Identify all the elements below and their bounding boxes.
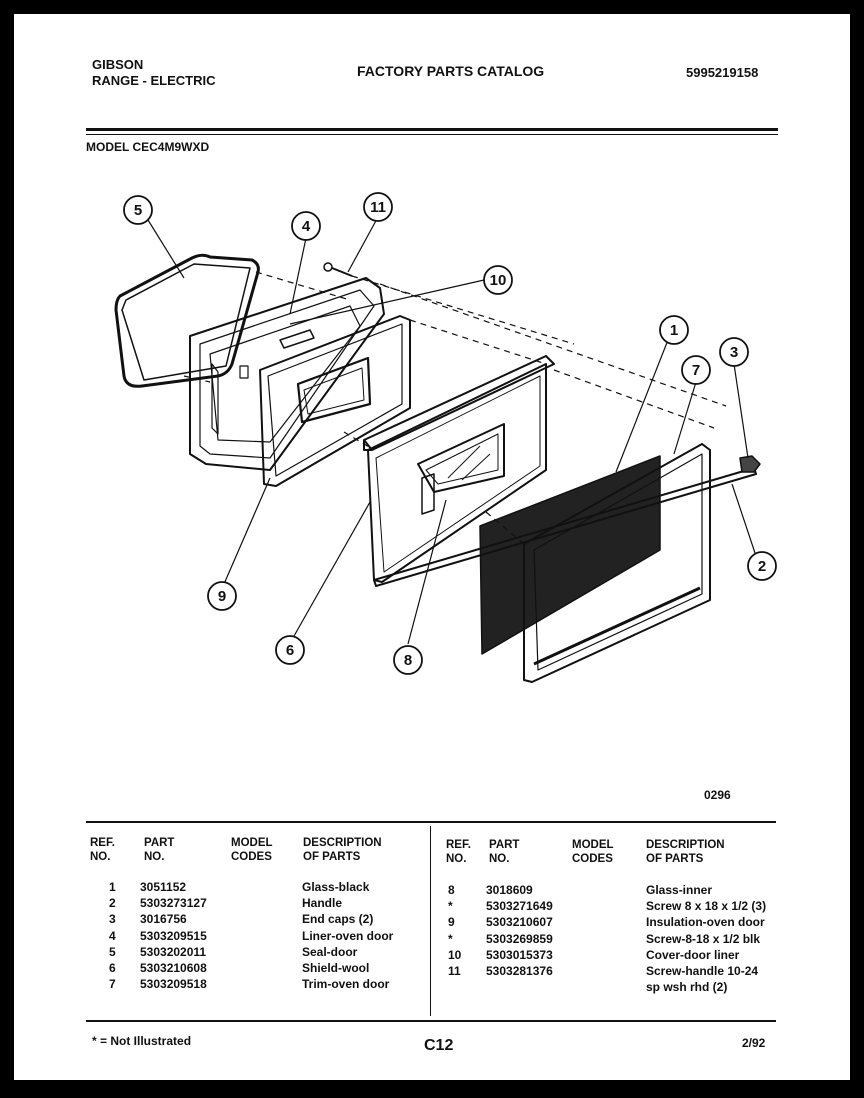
table-cell-ref: 10 xyxy=(448,947,462,962)
left-header-ref: REF.NO. xyxy=(90,837,115,863)
page-code: C12 xyxy=(424,1037,454,1054)
table-cell-desc: Seal-door xyxy=(302,944,358,959)
glass-black-part xyxy=(479,455,661,655)
table-cell-part: 5303015373 xyxy=(486,947,553,962)
table-cell-ref: 3 xyxy=(109,912,116,927)
table-cell-ref: 11 xyxy=(448,964,461,978)
table-cell-desc: Insulation-oven door xyxy=(646,915,765,930)
callout-7-label: 7 xyxy=(692,362,700,379)
exploded-door-diagram: 5 4 11 10 1 7 3 2 9 6 8 xyxy=(114,192,777,683)
callout-2-label: 2 xyxy=(758,558,766,575)
table-bottom-rule xyxy=(86,1020,776,1022)
table-cell-part: 5303209515 xyxy=(140,928,207,943)
revision-date: 2/92 xyxy=(742,1036,766,1050)
callout-6-label: 6 xyxy=(286,642,294,659)
callout-5-label: 5 xyxy=(134,202,142,219)
table-cell-part: 5303210607 xyxy=(486,915,553,930)
table-cell-part: 3016756 xyxy=(140,912,187,927)
table-cell-part: 3051152 xyxy=(140,880,187,894)
table-cell-desc: Glass-inner xyxy=(646,883,713,897)
table-cell-desc: Screw-8-18 x 1/2 blk xyxy=(646,931,761,946)
model-label: MODEL CEC4M9WXD xyxy=(86,140,210,154)
callout-6-circle xyxy=(275,635,305,665)
table-cell-desc: Glass-black xyxy=(302,880,370,894)
liner-oven-door-part xyxy=(189,277,385,471)
table-cell-ref: * xyxy=(448,931,453,946)
table-cell-desc: End caps (2) xyxy=(302,912,374,927)
table-cell-desc: Liner-oven door xyxy=(302,928,394,943)
table-cell-desc: Handle xyxy=(302,896,343,911)
table-divider xyxy=(430,826,431,1016)
catalog-sheet: GIBSON RANGE - ELECTRIC FACTORY PARTS CA… xyxy=(14,14,850,1080)
callout-11-circle xyxy=(363,192,393,222)
table-cell-ref: 2 xyxy=(109,896,116,911)
callout-3-circle xyxy=(719,337,749,367)
shield-wool-part xyxy=(363,355,555,451)
trim-oven-door-part xyxy=(367,363,547,583)
handle-part xyxy=(373,467,757,587)
insulation-oven-door-part xyxy=(259,315,411,487)
table-cell-ref: 6 xyxy=(109,961,116,975)
table-cell-part: 5303271649 xyxy=(486,899,553,914)
table-cell-desc: Trim-oven door xyxy=(302,977,390,992)
callout-9-circle xyxy=(207,581,237,611)
table-cell-desc: Shield-wool xyxy=(302,961,370,975)
table-cell-ref: 9 xyxy=(448,915,455,930)
table-cell-part: 5303202011 xyxy=(140,944,207,959)
table-cell-part: 5303273127 xyxy=(140,896,207,911)
revision-code: 0296 xyxy=(704,788,731,802)
right-header-ref: REF.NO. xyxy=(446,839,471,865)
table-cell-ref: 7 xyxy=(109,977,116,992)
door-front-frame-part xyxy=(523,443,711,683)
product-label: RANGE - ELECTRIC xyxy=(92,73,216,88)
table-cell-ref: * xyxy=(448,899,453,914)
table-cell-ref: 5 xyxy=(109,944,116,959)
table-top-rule xyxy=(86,821,776,823)
callout-2-circle xyxy=(747,551,777,581)
table-cell-part: 3018609 xyxy=(486,883,533,897)
table-cell-ref: 4 xyxy=(109,928,116,943)
callout-7-circle xyxy=(681,355,711,385)
end-cap-part xyxy=(739,455,761,473)
header-rule-thick xyxy=(86,128,778,131)
callout-1-label: 1 xyxy=(670,322,678,339)
table-cell-ref: 8 xyxy=(448,883,455,897)
header-rule-thin xyxy=(86,134,778,135)
table-cell-part: 5303209518 xyxy=(140,977,207,992)
callout-8-label: 8 xyxy=(404,652,412,669)
catalog-number: 5995219158 xyxy=(686,65,759,80)
table-cell-desc: Screw 8 x 18 x 1/2 (3) xyxy=(646,899,767,914)
callout-8-circle xyxy=(393,645,423,675)
catalog-title: FACTORY PARTS CATALOG xyxy=(357,63,545,79)
screw-part xyxy=(323,262,353,277)
callout-11-label: 11 xyxy=(370,199,386,216)
callout-10-circle xyxy=(483,265,513,295)
table-cell-desc: sp wsh rhd (2) xyxy=(646,980,728,995)
callout-4-label: 4 xyxy=(302,218,311,235)
callout-3-label: 3 xyxy=(730,344,738,361)
brand-label: GIBSON xyxy=(92,57,144,72)
table-cell-part: 5303269859 xyxy=(486,931,553,946)
callout-4-circle xyxy=(291,211,321,241)
not-illustrated-note: * = Not Illustrated xyxy=(92,1034,192,1048)
callout-9-label: 9 xyxy=(218,588,226,605)
seal-door-part xyxy=(114,253,260,388)
callout-5-circle xyxy=(123,195,153,225)
callout-10-label: 10 xyxy=(490,272,507,289)
table-cell-desc: Cover-door liner xyxy=(646,947,740,962)
callout-1-circle xyxy=(659,315,689,345)
table-cell-part: 5303281376 xyxy=(486,964,553,978)
table-cell-ref: 1 xyxy=(109,880,116,894)
table-cell-part: 5303210608 xyxy=(140,961,207,975)
table-cell-desc: Screw-handle 10-24 xyxy=(646,964,759,978)
